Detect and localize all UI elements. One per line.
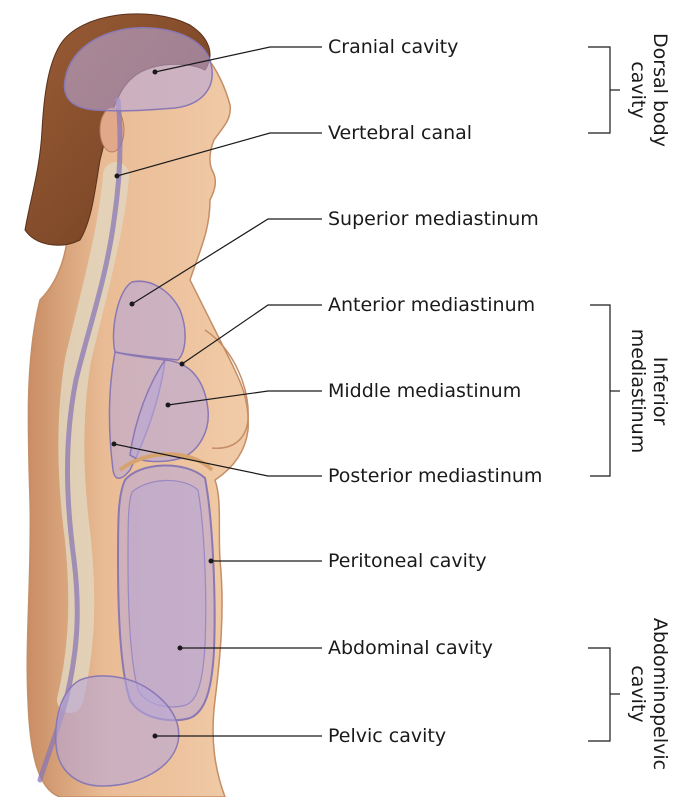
label-anterior-mediastinum: Anterior mediastinum bbox=[328, 294, 535, 316]
bracket-inferior-mediastinum bbox=[590, 305, 610, 476]
label-cranial-cavity: Cranial cavity bbox=[328, 36, 458, 58]
bracket-abdominopelvic-cavity bbox=[588, 648, 610, 741]
label-middle-mediastinum: Middle mediastinum bbox=[328, 380, 521, 402]
group-dorsal-line2: cavity bbox=[627, 33, 649, 147]
label-pelvic-cavity: Pelvic cavity bbox=[328, 725, 446, 747]
group-abdominopelvic-line1: Abdominopelvic bbox=[649, 618, 671, 770]
group-dorsal-line1: Dorsal body bbox=[649, 33, 671, 147]
label-vertebral-canal: Vertebral canal bbox=[328, 122, 472, 144]
brackets bbox=[588, 47, 620, 741]
label-posterior-mediastinum: Posterior mediastinum bbox=[328, 465, 542, 487]
group-abdominopelvic-line2: cavity bbox=[627, 618, 649, 770]
abdominal-cavity-shape bbox=[128, 480, 206, 706]
group-label-inferior-mediastinum: Inferior mediastinum bbox=[627, 329, 671, 453]
group-inferior-line2: mediastinum bbox=[627, 329, 649, 453]
bracket-dorsal-body-cavity bbox=[588, 47, 610, 133]
group-label-dorsal-body-cavity: Dorsal body cavity bbox=[627, 33, 671, 147]
label-abdominal-cavity: Abdominal cavity bbox=[328, 637, 493, 659]
group-label-abdominopelvic-cavity: Abdominopelvic cavity bbox=[627, 618, 671, 770]
group-inferior-line1: Inferior bbox=[649, 329, 671, 453]
label-superior-mediastinum: Superior mediastinum bbox=[328, 208, 539, 230]
label-peritoneal-cavity: Peritoneal cavity bbox=[328, 550, 487, 572]
